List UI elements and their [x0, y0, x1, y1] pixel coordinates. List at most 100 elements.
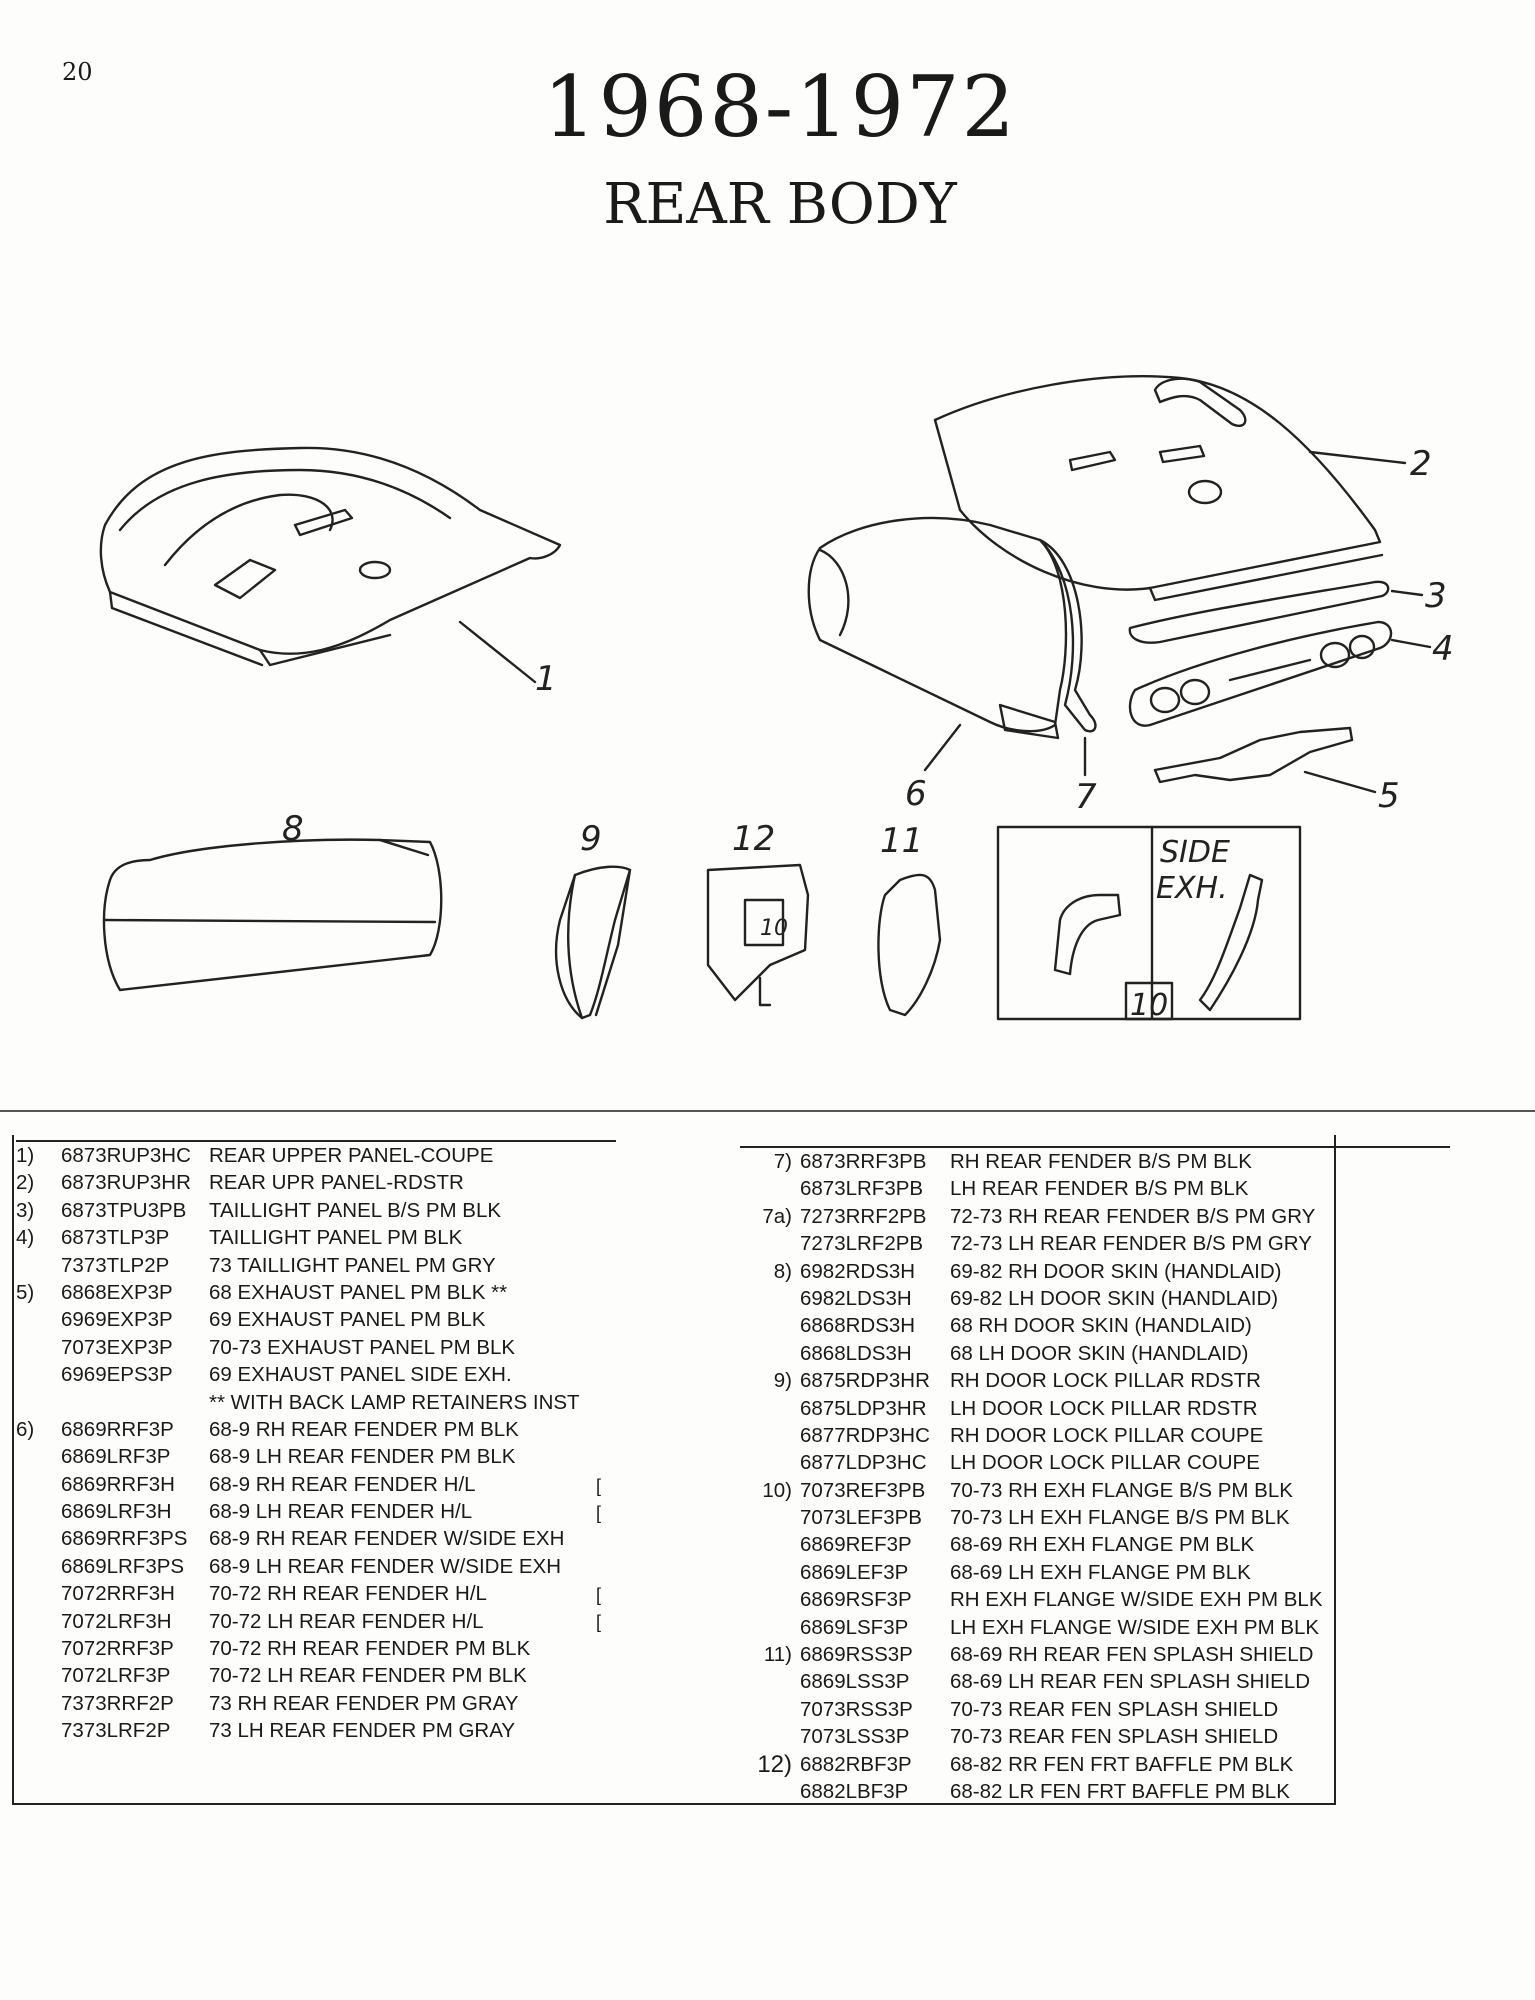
part-number: 6869RRF3PS: [61, 1527, 188, 1551]
part-description: 68-9 LH REAR FENDER W/SIDE EXH: [209, 1554, 561, 1578]
callout-9: 9: [580, 819, 602, 859]
item-number: 1): [16, 1144, 35, 1167]
item-number: 2): [16, 1171, 35, 1195]
part-7-rear-fender-bs: [1038, 538, 1097, 733]
item-number: [16, 1525, 61, 1552]
parts-list-frame: [12, 1135, 1336, 1805]
callout-4: 4: [1432, 629, 1454, 669]
part-description: RH DOOR LOCK PILLAR RDSTR: [950, 1369, 1261, 1393]
part-number: 6877LDP3HC: [800, 1451, 927, 1475]
part-description: RH DOOR LOCK PILLAR COUPE: [950, 1423, 1264, 1447]
item-number: 12): [757, 1750, 792, 1778]
item-number: [740, 1531, 800, 1558]
part-row: ** WITH BACK LAMP RETAINERS INST: [16, 1389, 616, 1416]
item-number: 11): [763, 1643, 792, 1667]
item-number: 10): [762, 1478, 792, 1502]
item-number: 3): [16, 1198, 35, 1222]
part-number: 6868LDS3H: [800, 1341, 912, 1365]
callout-3: 3: [1425, 576, 1447, 616]
callout-1: 1: [535, 659, 557, 699]
part-description: 70-73 RH EXH FLANGE B/S PM BLK: [950, 1478, 1293, 1502]
part-description: RH EXH FLANGE W/SIDE EXH PM BLK: [950, 1588, 1323, 1612]
part-description: REAR UPPER PANEL-COUPE: [209, 1144, 494, 1167]
item-number: [16, 1580, 61, 1607]
bracket-mark: [: [596, 1476, 602, 1496]
item-number: [740, 1723, 800, 1750]
part-number: 7273LRF2PB: [800, 1232, 924, 1256]
part-number: 6982RDS3H: [800, 1259, 916, 1283]
part-description: 70-72 RH REAR FENDER H/L: [209, 1582, 487, 1606]
part-row: 7072RRF3H 70-72 RH REAR FENDER H/L: [16, 1580, 616, 1607]
item-number: [16, 1553, 61, 1580]
part-description: 68 EXHAUST PANEL PM BLK **: [209, 1280, 508, 1304]
part-description: 68-9 RH REAR FENDER PM BLK: [209, 1417, 519, 1441]
item-number: [740, 1614, 800, 1641]
part-11-splash-shield: [877, 873, 942, 1017]
part-number: 7273RRF2PB: [800, 1204, 927, 1228]
item-number: [16, 1443, 61, 1470]
part-number: 6969EXP3P: [61, 1308, 173, 1332]
part-description: LH DOOR LOCK PILLAR COUPE: [950, 1451, 1260, 1475]
part-12-front-baffle: [706, 863, 810, 1007]
leader-4: [1390, 638, 1432, 649]
part-4-taillight-panel: [1128, 620, 1393, 727]
part-description: 69 EXHAUST PANEL SIDE EXH.: [209, 1363, 512, 1387]
part-number: 6869RSS3P: [800, 1643, 913, 1667]
part-row: 6877LDP3HC LH DOOR LOCK PILLAR COUPE: [740, 1449, 1450, 1476]
item-number: 6): [16, 1417, 35, 1441]
part-row: 7273LRF2PB 72-73 LH REAR FENDER B/S PM GR…: [740, 1230, 1450, 1257]
part-number: 6877RDP3HC: [800, 1423, 930, 1447]
part-number: 7073LEF3PB: [800, 1506, 922, 1530]
part-number: 7373LRF2P: [61, 1719, 171, 1743]
part-number: 7072RRF3H: [61, 1582, 175, 1606]
part-10-inset-box: [996, 825, 1302, 1021]
part-number: 6868EXP3P: [61, 1280, 173, 1304]
part-number: 6869LRF3P: [61, 1445, 171, 1469]
part-number: 6873RUP3HR: [61, 1171, 191, 1195]
part-number: 6873LRF3PB: [800, 1177, 924, 1201]
part-2-rear-upper-panel: [933, 375, 1384, 602]
leader-6: [923, 723, 962, 772]
part-6-rear-fender: [807, 516, 1068, 740]
item-number: [740, 1668, 800, 1695]
item-number: [16, 1717, 61, 1744]
callout-5: 5: [1378, 776, 1400, 816]
item-number: [740, 1504, 800, 1531]
part-number: 6882RBF3P: [800, 1752, 912, 1776]
inset-label-exh: EXH.: [1156, 871, 1228, 906]
part-description: 72-73 LH REAR FENDER B/S PM GRY: [950, 1232, 1312, 1256]
item-number: [740, 1778, 800, 1805]
part-description: 68-69 LH REAR FEN SPLASH SHIELD: [950, 1670, 1311, 1694]
part-number: 7373TLP2P: [61, 1253, 170, 1277]
item-number: [16, 1471, 61, 1498]
callout-2: 2: [1410, 444, 1432, 484]
part-number: 7073RSS3P: [800, 1697, 913, 1721]
item-number: [16, 1306, 61, 1333]
part-number: 6869LEF3P: [800, 1560, 909, 1584]
part-number: 6869RSF3P: [800, 1588, 912, 1612]
part-number: 6873TLP3P: [61, 1226, 170, 1250]
item-number: [16, 1389, 61, 1416]
item-number: [16, 1635, 61, 1662]
item-number: [16, 1498, 61, 1525]
item-number: 4): [16, 1226, 35, 1250]
page-title-section: REAR BODY: [603, 172, 957, 237]
part-number: 7072LRF3H: [61, 1609, 172, 1633]
